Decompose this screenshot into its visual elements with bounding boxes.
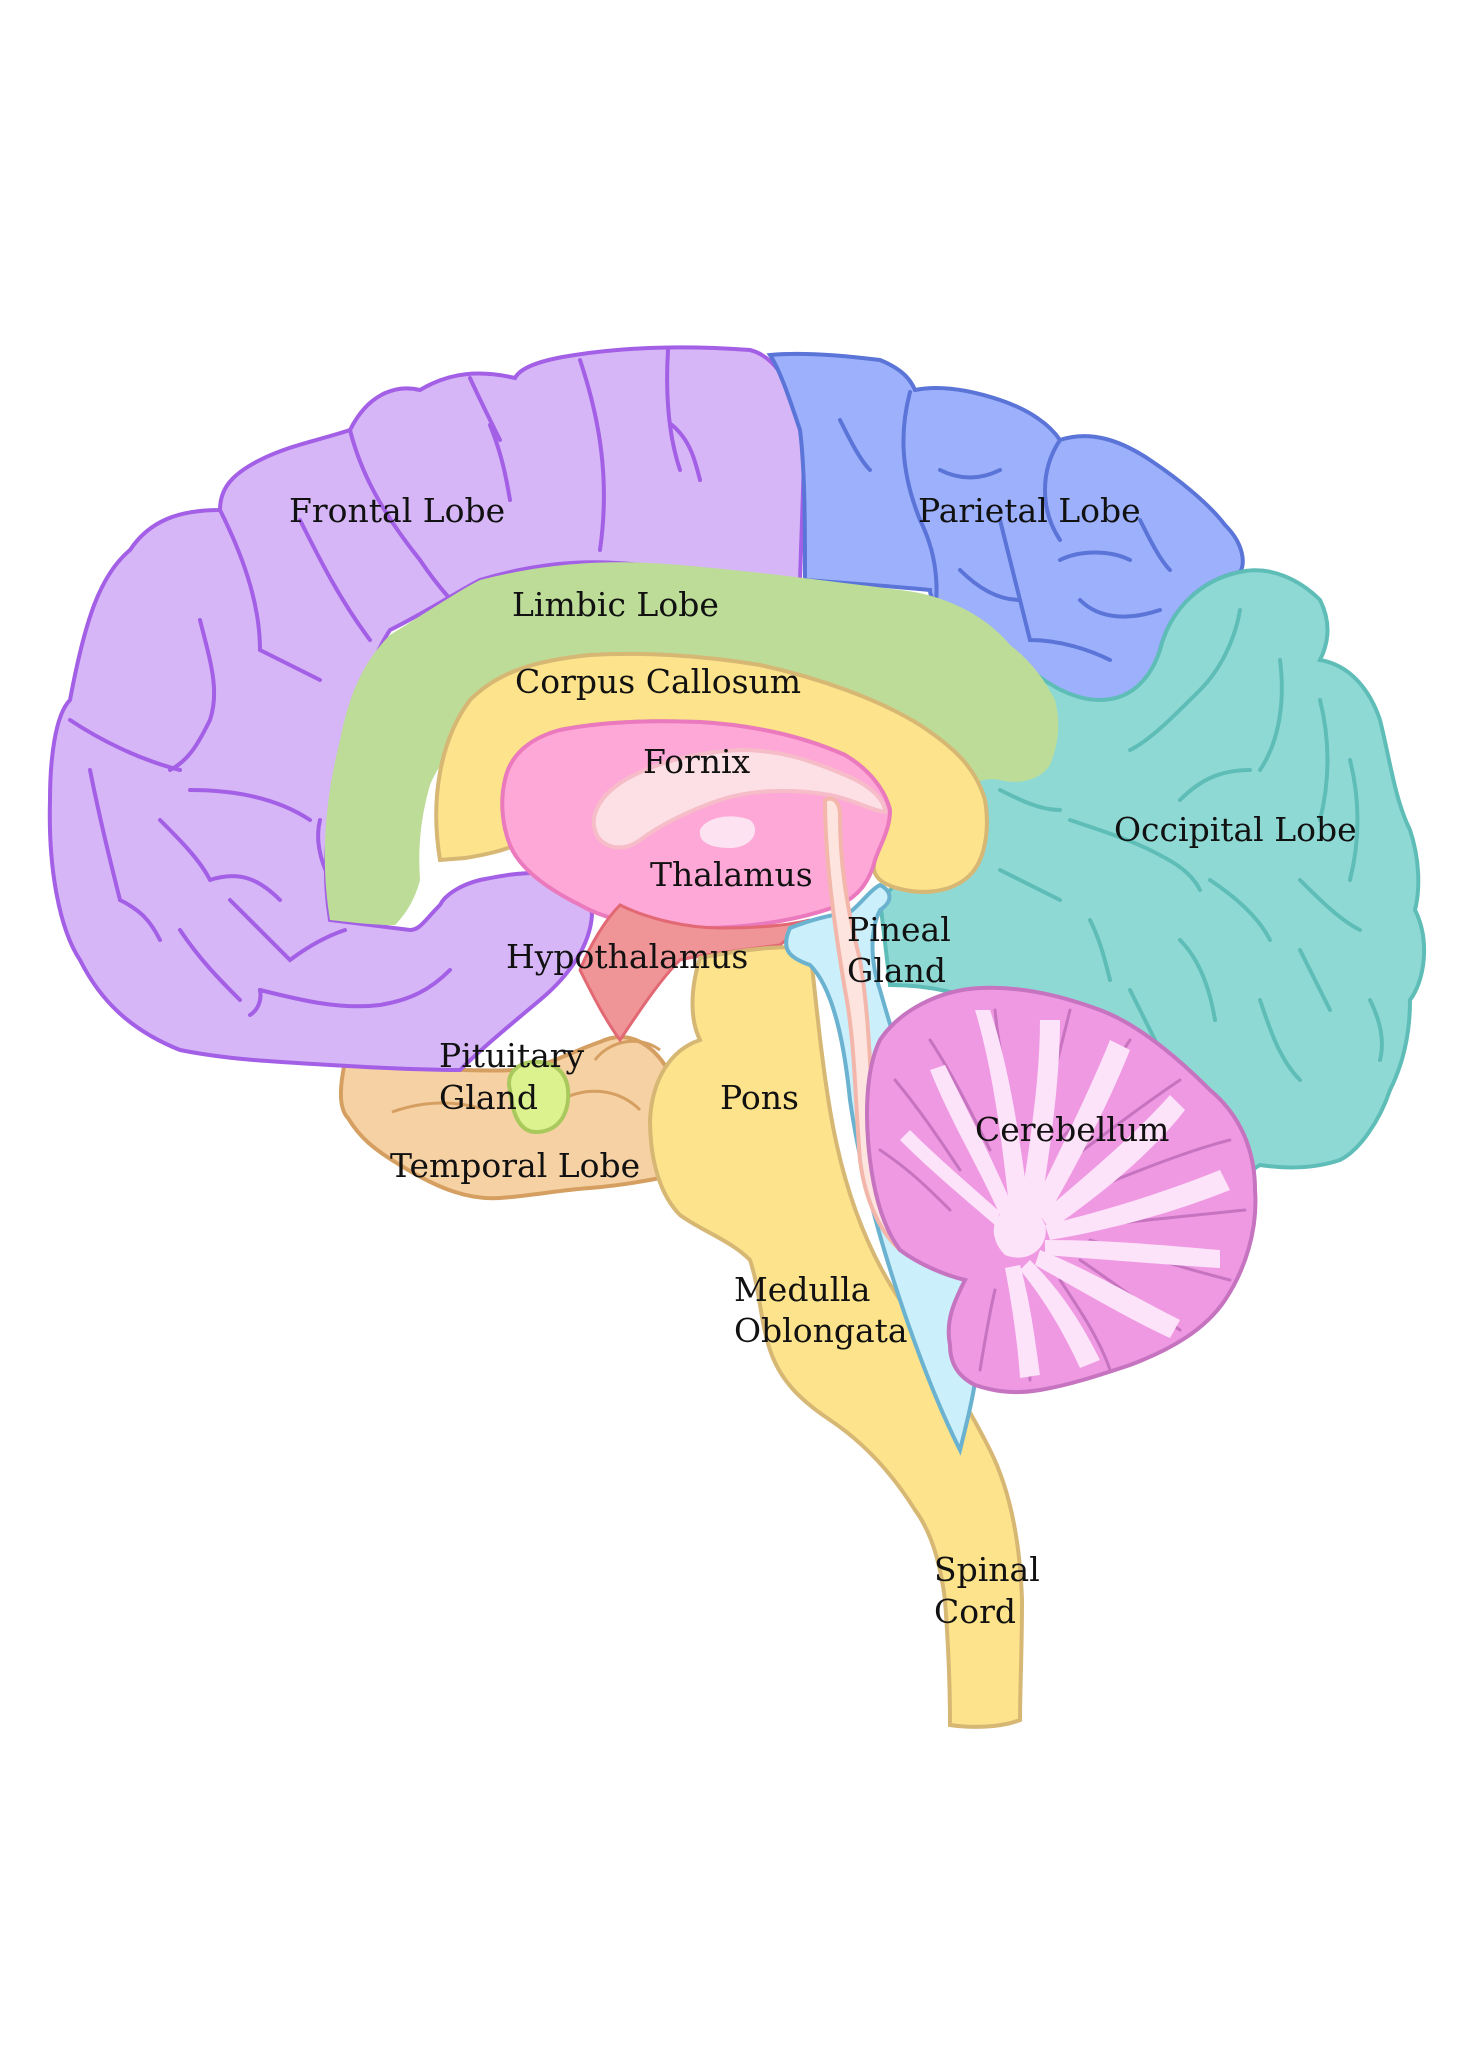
fornix-highlight — [699, 816, 756, 848]
label-parietal-lobe: Parietal Lobe — [918, 491, 1141, 530]
label-fornix: Fornix — [643, 742, 751, 781]
brainstem-region — [647, 945, 1025, 1729]
label-pineal-gland-line1: Pineal — [847, 910, 951, 949]
label-pituitary-gland-line1: Pituitary — [439, 1036, 585, 1075]
label-limbic-lobe: Limbic Lobe — [512, 585, 719, 624]
pituitary-gland-region — [507, 1059, 571, 1135]
label-pituitary-gland-line2: Gland — [439, 1078, 538, 1117]
label-cerebellum: Cerebellum — [975, 1110, 1169, 1149]
fornix-arc — [591, 747, 888, 850]
label-temporal-lobe: Temporal Lobe — [390, 1146, 640, 1185]
label-occipital-lobe: Occipital Lobe — [1114, 810, 1357, 849]
label-medulla-line2: Oblongata — [734, 1311, 908, 1350]
label-spinal-cord-line2: Cord — [934, 1592, 1016, 1631]
label-hypothalamus: Hypothalamus — [506, 937, 748, 976]
label-pineal-gland-line2: Gland — [847, 951, 946, 990]
label-corpus-callosum: Corpus Callosum — [515, 662, 801, 701]
parietal-lobe-sulci — [838, 390, 1172, 662]
label-pons: Pons — [720, 1078, 799, 1117]
diagram-labels: Frontal Lobe Parietal Lobe Limbic Lobe C… — [289, 491, 1357, 1631]
limbic-lobe-region — [324, 562, 1059, 925]
label-thalamus: Thalamus — [650, 855, 813, 894]
label-spinal-cord-line1: Spinal — [934, 1550, 1040, 1589]
hypothalamus-region — [578, 903, 811, 1043]
label-medulla-line1: Medulla — [734, 1270, 870, 1309]
cerebellum-white-matter — [900, 1010, 1230, 1378]
label-frontal-lobe: Frontal Lobe — [289, 491, 505, 530]
